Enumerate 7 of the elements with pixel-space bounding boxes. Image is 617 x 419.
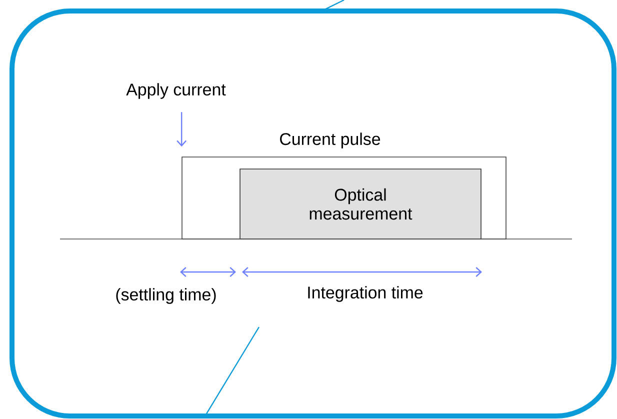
measurement-box: Optical measurement	[240, 168, 482, 240]
dimension-label: (settling time)	[116, 288, 216, 304]
frame-box	[10, 8, 616, 418]
node-label: Current pulse	[280, 132, 380, 148]
dimension-label: Integration time	[308, 286, 423, 302]
bare-text: Apply current	[126, 83, 226, 99]
arrow	[176, 112, 187, 147]
